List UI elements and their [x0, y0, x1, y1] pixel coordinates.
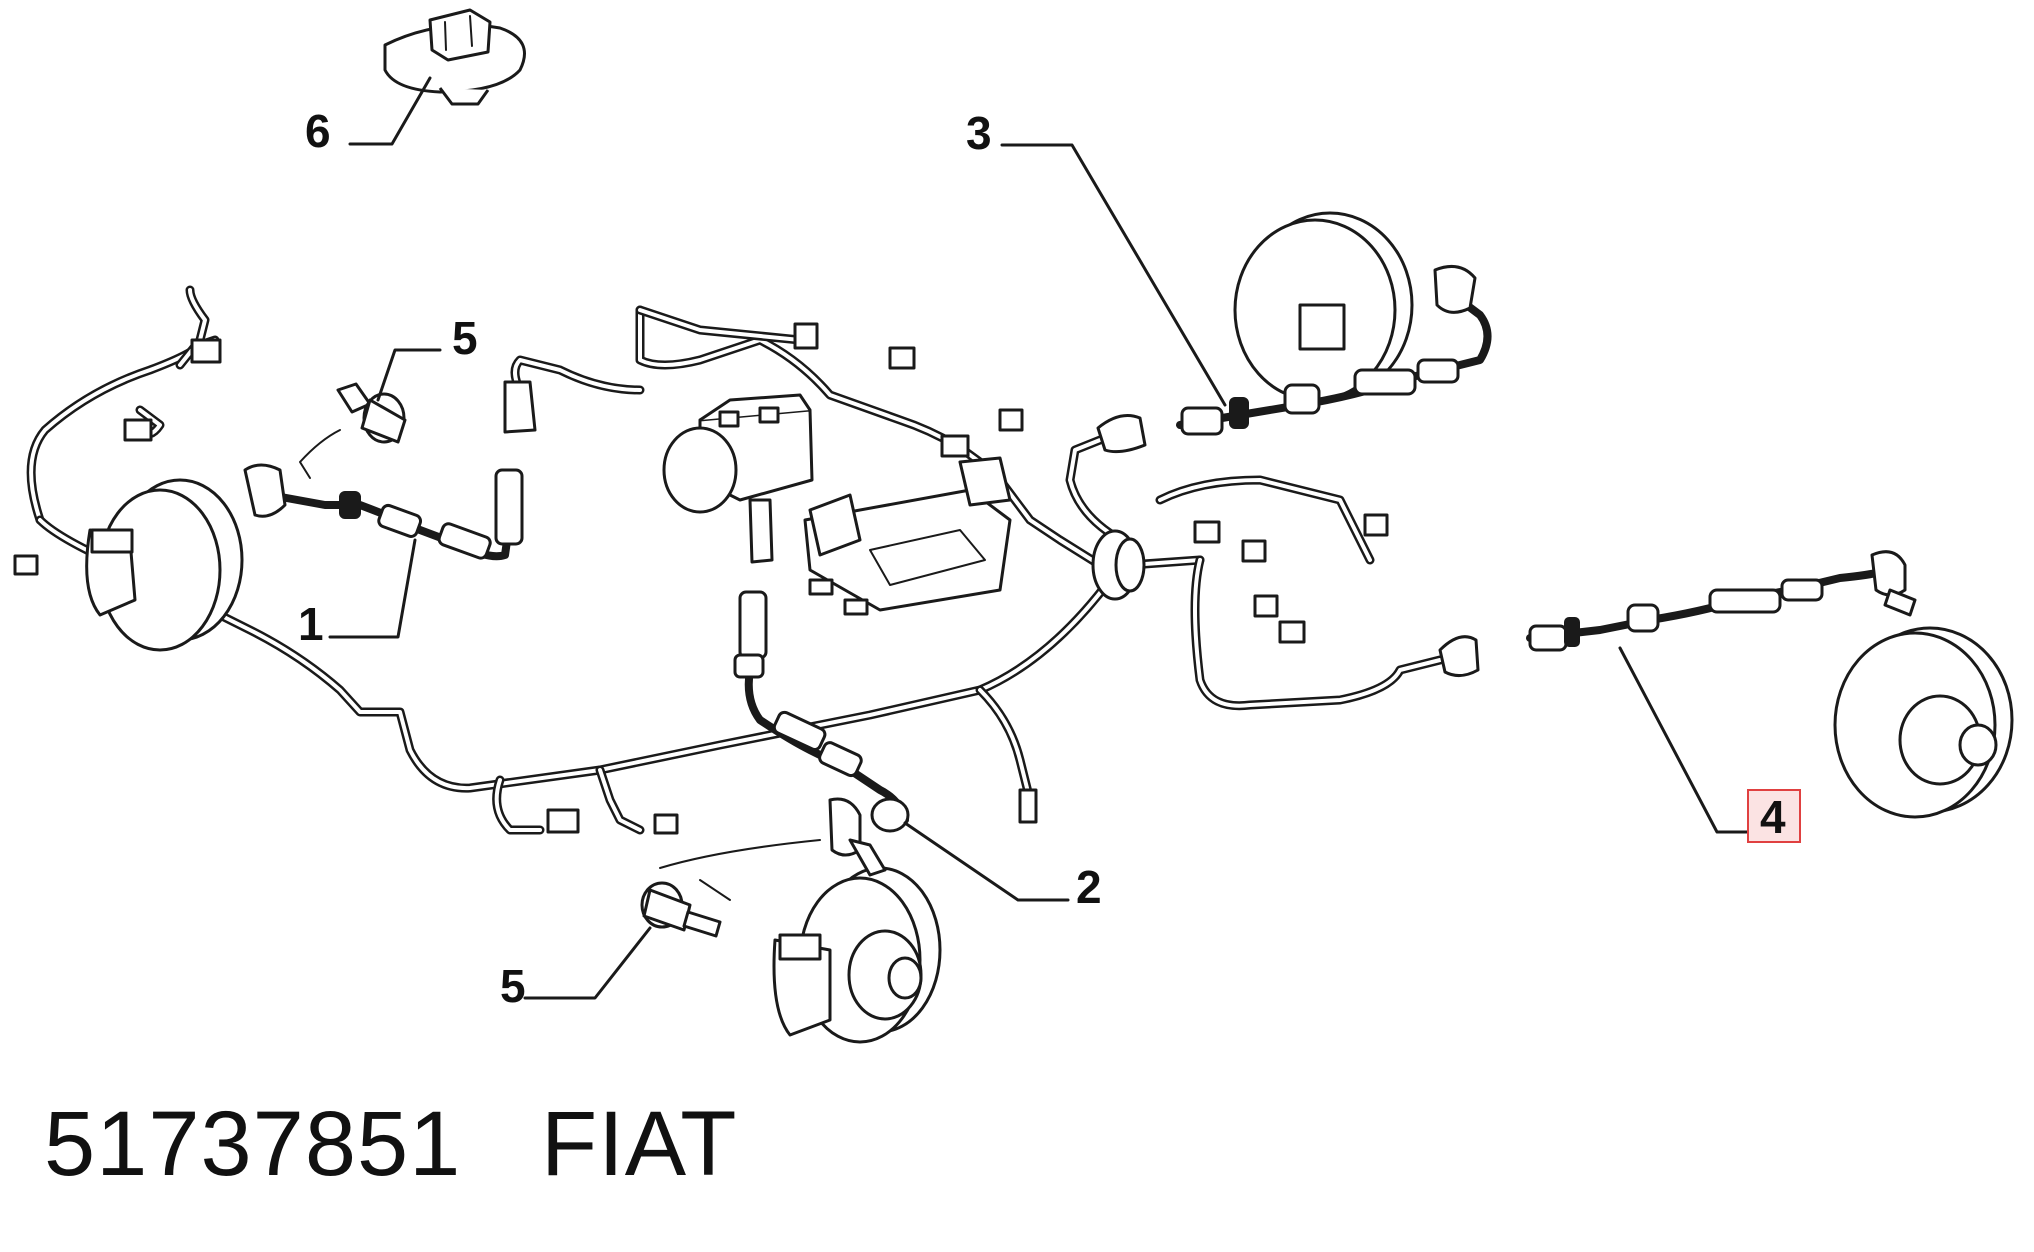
callout-1: 1 — [298, 538, 417, 650]
callout-5-bottom: 5 — [500, 926, 652, 1012]
part-2-sensor — [733, 590, 910, 877]
callout-4: 4 — [1618, 646, 1801, 843]
callout-2: 2 — [903, 821, 1102, 913]
part-6-clip — [383, 8, 526, 106]
svg-text:4: 4 — [1760, 791, 1786, 843]
brand-name: FIAT — [541, 1093, 738, 1195]
drum-rear-right — [1833, 626, 2014, 819]
callout-6: 6 — [305, 76, 432, 157]
abs-control-unit — [662, 393, 814, 514]
part-3-sensor — [1176, 264, 1492, 436]
callout-3: 3 — [966, 107, 1227, 407]
svg-text:6: 6 — [305, 105, 331, 157]
wheel-hub-front-right — [772, 866, 942, 1044]
grommet — [1091, 529, 1146, 601]
mounting-bracket — [803, 456, 1012, 616]
svg-text:5: 5 — [452, 312, 478, 364]
svg-text:5: 5 — [500, 960, 526, 1012]
part-number: 51737851 — [44, 1093, 462, 1195]
part-4-sensor — [1526, 550, 1917, 652]
footer: 51737851 FIAT — [44, 1092, 738, 1197]
part-1-sensor — [243, 463, 524, 561]
svg-text:1: 1 — [298, 598, 324, 650]
callout-5-top: 5 — [376, 312, 478, 402]
svg-text:2: 2 — [1076, 861, 1102, 913]
callout-4-highlight — [1747, 789, 1801, 843]
wheel-hub-front-left — [85, 478, 244, 652]
part-5-sensor-bottom — [640, 839, 821, 938]
part-5-sensor-top — [299, 382, 407, 479]
harness-connectors — [13, 322, 1480, 835]
drum-rear-left — [1233, 211, 1414, 402]
svg-text:3: 3 — [966, 107, 992, 159]
